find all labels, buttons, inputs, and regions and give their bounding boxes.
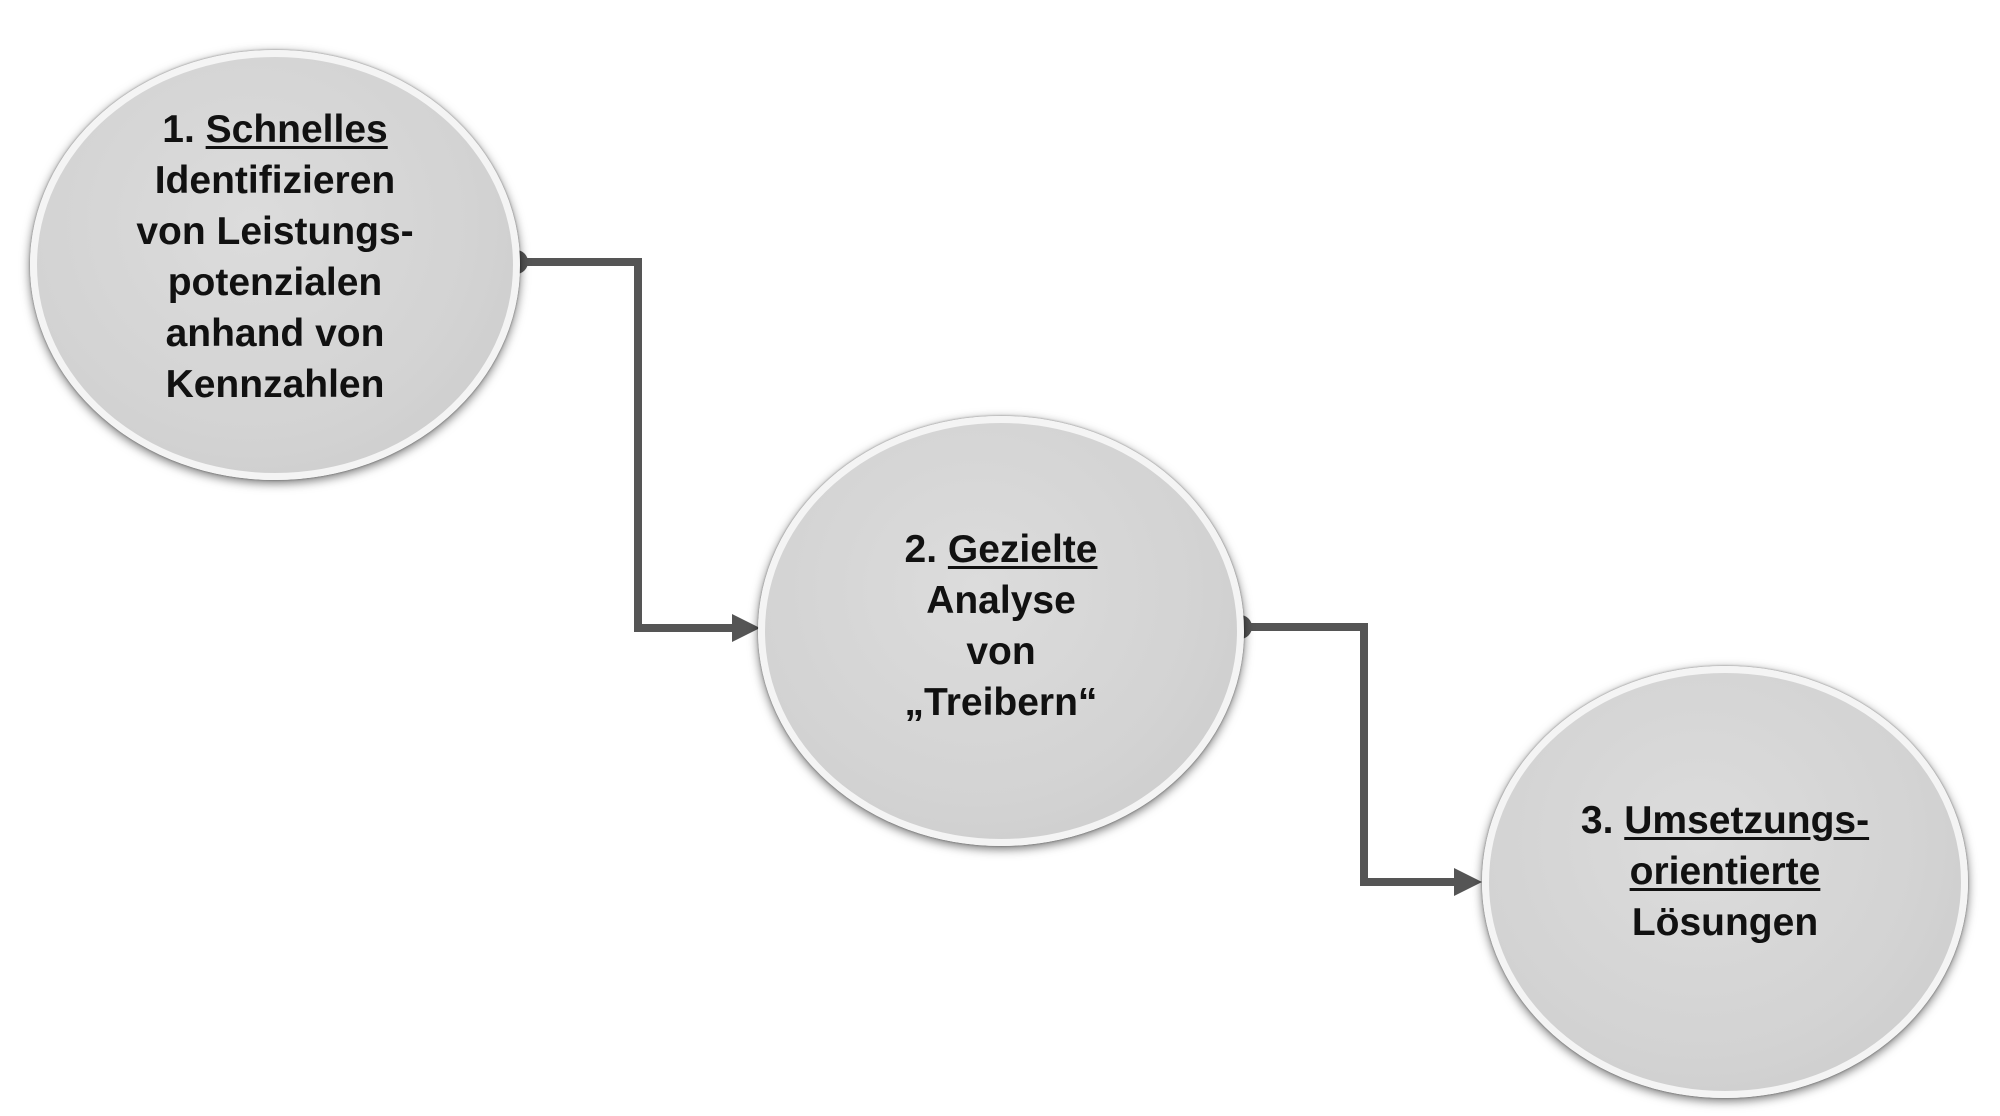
step-1-line: Kennzahlen: [165, 363, 385, 406]
step-3-node: 3. Umsetzungs- orientierte Lösungen: [1482, 666, 1968, 1098]
step-1-line: anhand von: [165, 312, 385, 355]
step-2-line: Analyse: [926, 579, 1076, 622]
step-1-line: potenzialen: [167, 261, 383, 304]
step-1-keyword: Schnelles: [205, 108, 388, 151]
step-2-heading: 2. Gezielte: [905, 524, 1098, 575]
step-2-line: von: [966, 630, 1036, 673]
connector-2-to-3: [1228, 615, 1482, 896]
step-2-node: 2. Gezielte Analyse von „Treibern“: [758, 416, 1244, 846]
connector-1-to-2: [504, 250, 760, 642]
step-1-heading: 1. Schnelles: [136, 104, 413, 155]
step-3-text: 3. Umsetzungs- orientierte Lösungen: [1581, 795, 1869, 948]
step-3-number: 3.: [1580, 798, 1614, 842]
step-2-line: „Treibern“: [904, 681, 1098, 724]
step-1-text: 1. Schnelles Identifizieren von Leistung…: [136, 104, 413, 410]
step-3-keyword: Umsetzungs-: [1624, 798, 1870, 842]
step-2-text: 2. Gezielte Analyse von „Treibern“: [905, 524, 1098, 728]
step-1-line: Identifizieren: [154, 159, 396, 202]
step-1-line: von Leistungs-: [136, 210, 414, 253]
step-1-node: 1. Schnelles Identifizieren von Leistung…: [30, 50, 520, 480]
step-1-number: 1.: [162, 108, 195, 151]
connector-2-arrowhead: [1454, 868, 1482, 896]
step-3-keyword-continued: orientierte: [1629, 849, 1821, 893]
step-3-heading: 3. Umsetzungs-: [1581, 795, 1869, 846]
connector-2-line: [1240, 623, 1462, 886]
connector-1-arrowhead: [732, 614, 760, 642]
step-2-keyword: Gezielte: [947, 528, 1098, 571]
step-2-number: 2.: [904, 528, 938, 571]
connector-1-line: [516, 258, 740, 632]
step-3-line: Lösungen: [1631, 900, 1819, 944]
